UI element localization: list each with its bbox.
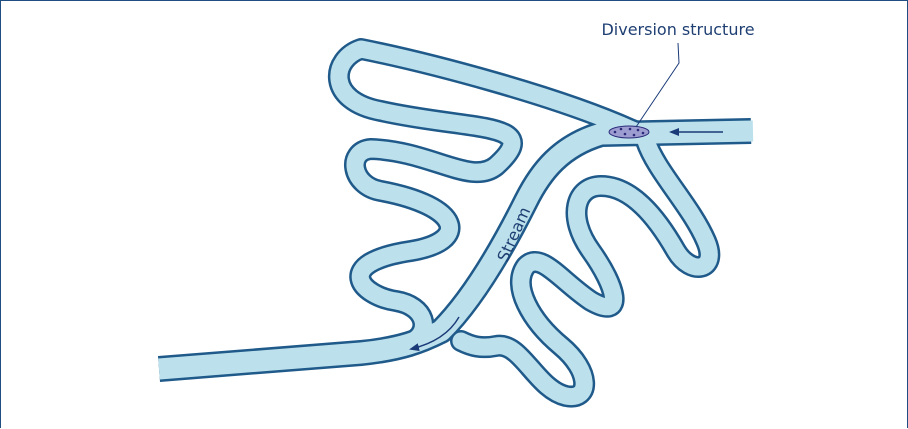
downstream-arrow <box>409 316 460 352</box>
right-meander-fill <box>452 132 718 405</box>
diversion-structure <box>608 125 650 139</box>
diversion-leader-line <box>635 42 680 128</box>
main-stream-fill <box>158 120 754 380</box>
diverted-channel-fill <box>330 40 650 350</box>
diversion-structure-label: Diversion structure <box>601 20 754 39</box>
